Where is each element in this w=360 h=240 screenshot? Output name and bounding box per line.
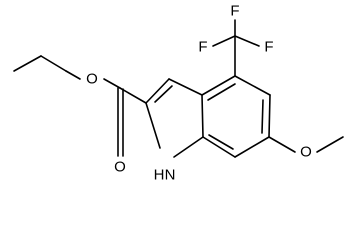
- bond-n1-c7a: [173, 136, 204, 158]
- bond-ethyl-ch2-c: [40, 55, 67, 72]
- atom-label-f-right: F: [264, 39, 273, 56]
- bond-c3a-c7a: [201, 94, 204, 138]
- bond-o-carbonyl-c: [103, 78, 121, 89]
- bond-c6-c7: [234, 136, 270, 158]
- bond-c7-c7a-double: [208, 134, 234, 150]
- atom-label-o-ester-double: O: [114, 159, 126, 176]
- bond-c3a-c4-double: [207, 83, 236, 101]
- bond-o-ch3: [316, 136, 344, 153]
- bond-ethyl-ch3-ch2: [13, 55, 42, 72]
- bond-c2-c3-double: [154, 85, 173, 103]
- bond-c2-n1: [145, 102, 161, 149]
- bond-c3-c3a: [168, 78, 203, 96]
- atom-label-f-top: F: [230, 3, 239, 20]
- bond-ethyl-c-o: [65, 70, 81, 80]
- molecule-structure-diagram: F F F O O O H N: [13, 3, 344, 184]
- bond-c3a-c4: [201, 75, 236, 96]
- bond-c5-c6-double: [261, 99, 264, 134]
- bond-c7-c7a: [202, 136, 236, 158]
- atom-label-o-ester-single: O: [86, 71, 98, 88]
- bond-c5-c6: [268, 94, 271, 138]
- bond-c6-o: [268, 136, 296, 153]
- atom-label-o-methoxy: O: [300, 144, 312, 161]
- bond-c4-c5: [234, 75, 271, 96]
- atom-label-nh-h: H: [154, 167, 165, 184]
- bond-cf3-f1: [212, 35, 236, 47]
- bond-cf3-f3: [234, 35, 260, 47]
- atom-label-nh-n: N: [165, 167, 176, 184]
- atom-label-f-left: F: [198, 39, 207, 56]
- bond-c2-c3: [145, 78, 170, 104]
- bond-carbonyl-c-c2: [119, 87, 147, 104]
